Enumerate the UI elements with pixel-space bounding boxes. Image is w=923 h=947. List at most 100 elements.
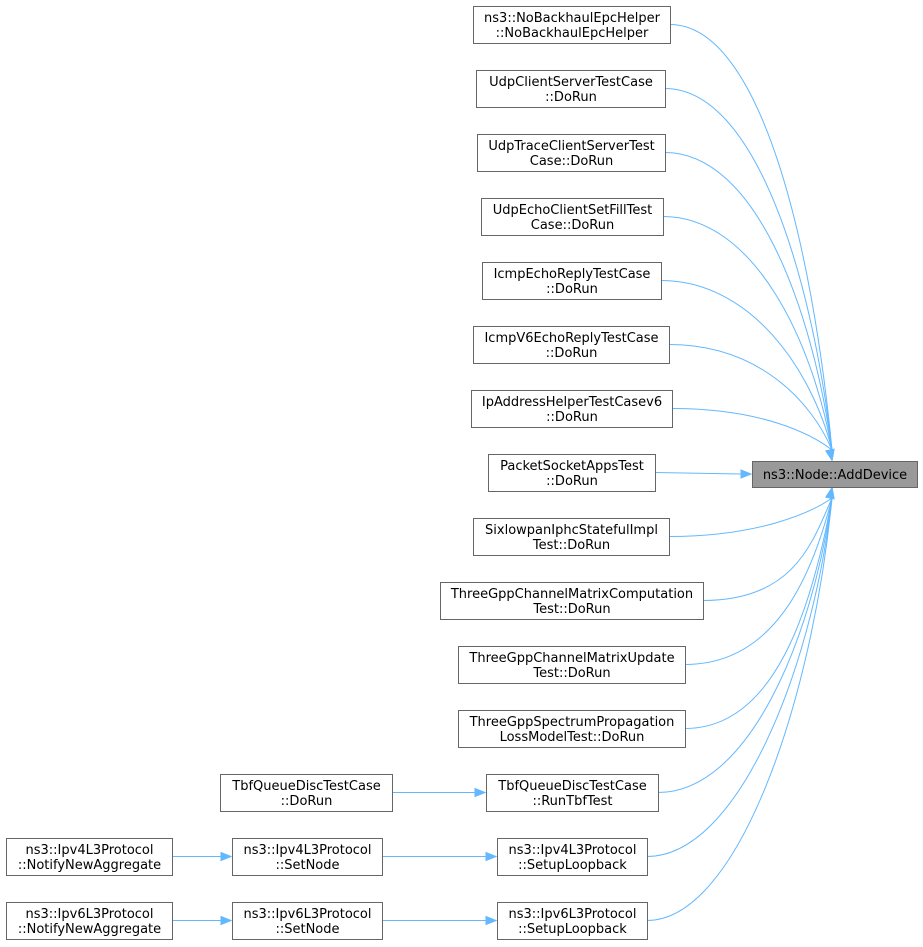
node-box-icmpecho	[482, 262, 662, 300]
node-label-udpcs-line-0: UdpClientServerTestCase	[489, 75, 653, 90]
node-label-ipv4loop-line-1: ::SetupLoopback	[518, 858, 627, 873]
node-threegppcomp[interactable]: ThreeGppChannelMatrixComputationTest::Do…	[440, 582, 704, 620]
node-ipv6loop[interactable]: ns3::Ipv6L3Protocol::SetupLoopback	[497, 902, 648, 940]
node-ipv6notify[interactable]: ns3::Ipv6L3Protocol::NotifyNewAggregate	[6, 902, 173, 940]
node-label-ipv6setnode-line-0: ns3::Ipv6L3Protocol	[244, 907, 372, 922]
arrowhead-ipv4notify-to-ipv4setnode	[220, 851, 233, 862]
node-box-tbfdorun	[220, 774, 393, 812]
node-label-threegppcomp-line-0: ThreeGppChannelMatrixComputation	[450, 587, 693, 602]
node-label-icmpecho-line-0: IcmpEchoReplyTestCase	[494, 267, 651, 282]
node-icmpecho[interactable]: IcmpEchoReplyTestCase::DoRun	[482, 262, 662, 300]
node-box-threegppspec	[458, 710, 686, 748]
node-nobackhaul[interactable]: ns3::NoBackhaulEpcHelper::NoBackhaulEpcH…	[473, 6, 671, 44]
node-label-icmpecho-line-1: ::DoRun	[546, 282, 598, 297]
node-label-threegppupd-line-1: Test::DoRun	[532, 666, 610, 681]
edges-layer	[172, 24, 835, 926]
node-box-ipv4loop	[497, 838, 648, 876]
edge-udpecho-to-target	[662, 216, 833, 451]
edge-threegppspec-to-target	[684, 497, 833, 729]
node-packetsocket[interactable]: PacketSocketAppsTest::DoRun	[488, 454, 656, 492]
node-label-udptrace-line-1: Case::DoRun	[530, 154, 613, 169]
node-label-ipv6loop-line-1: ::SetupLoopback	[518, 922, 627, 937]
node-label-icmpv6-line-1: ::DoRun	[546, 346, 598, 361]
node-box-udpecho	[481, 198, 664, 236]
focus-node-target[interactable]: ns3::Node::AddDevice	[752, 461, 918, 488]
node-label-ipv6loop-line-0: ns3::Ipv6L3Protocol	[509, 907, 637, 922]
node-ipv4setnode[interactable]: ns3::Ipv4L3Protocol::SetNode	[232, 838, 383, 876]
arrowhead-packetsocket-to-target	[740, 469, 753, 479]
node-box-ipv4setnode	[232, 838, 383, 876]
node-box-udpcs	[476, 70, 666, 108]
arrowhead-ipv4setnode-to-ipv4loop	[485, 851, 498, 862]
node-label-sixlowpan-line-1: Test::DoRun	[532, 538, 610, 553]
edge-udpcs-to-target	[664, 88, 833, 451]
node-label-ipv6notify-line-1: ::NotifyNewAggregate	[18, 922, 161, 937]
node-label-threegppupd-line-0: ThreeGppChannelMatrixUpdate	[468, 651, 674, 666]
node-label-ipv4setnode-line-1: ::SetNode	[275, 858, 339, 873]
node-label-tbfrun-line-1: ::RunTbfTest	[532, 794, 612, 809]
nodes-layer: ns3::Node::AddDevice ns3::NoBackhaulEpcHe…	[6, 6, 918, 940]
node-box-packetsocket	[488, 454, 656, 492]
node-label-threegppspec-line-0: ThreeGppSpectrumPropagation	[469, 715, 675, 730]
edge-icmpv6-to-target	[668, 344, 833, 451]
node-label-icmpv6-line-0: IcmpV6EchoReplyTestCase	[484, 331, 658, 346]
node-box-udptrace	[477, 134, 666, 172]
node-box-threegppupd	[458, 646, 686, 684]
arrowhead-ipv6loop-to-target	[825, 486, 835, 500]
node-label-tbfdorun-line-1: ::DoRun	[281, 794, 333, 809]
arrowhead-tbfdorun-to-tbfrun	[474, 787, 487, 798]
node-label-ipv4setnode-line-0: ns3::Ipv4L3Protocol	[244, 843, 372, 858]
node-box-tbfrun	[486, 774, 659, 812]
node-label-udptrace-line-0: UdpTraceClientServerTest	[488, 139, 654, 154]
node-tbfdorun[interactable]: TbfQueueDiscTestCase::DoRun	[220, 774, 393, 812]
edge-ipv6loop-to-target	[646, 497, 833, 921]
node-label-udpcs-line-1: ::DoRun	[545, 90, 597, 105]
edge-packetsocket-to-target	[654, 472, 742, 475]
node-label-udpecho-line-0: UdpEchoClientSetFillTest	[493, 203, 653, 218]
arrowhead-ipv6notify-to-ipv6setnode	[220, 915, 233, 926]
node-icmpv6[interactable]: IcmpV6EchoReplyTestCase::DoRun	[473, 326, 670, 364]
node-box-ipv6loop	[497, 902, 648, 940]
node-box-ipaddr	[471, 390, 673, 428]
node-label-nobackhaul-line-1: ::NoBackhaulEpcHelper	[496, 26, 649, 41]
node-label-tbfdorun-line-0: TbfQueueDiscTestCase	[231, 779, 380, 794]
node-ipaddr[interactable]: IpAddressHelperTestCasev6::DoRun	[471, 390, 673, 428]
node-label-ipv4loop-line-0: ns3::Ipv4L3Protocol	[509, 843, 637, 858]
node-ipv6setnode[interactable]: ns3::Ipv6L3Protocol::SetNode	[232, 902, 383, 940]
node-threegppspec[interactable]: ThreeGppSpectrumPropagationLossModelTest…	[458, 710, 686, 748]
edge-threegppcomp-to-target	[702, 497, 833, 601]
node-label-packetsocket-line-1: ::DoRun	[546, 474, 598, 489]
arrowhead-ipaddr-to-target	[825, 448, 835, 462]
node-label-nobackhaul-line-0: ns3::NoBackhaulEpcHelper	[484, 11, 661, 26]
node-label-threegppspec-line-1: LossModelTest::DoRun	[500, 730, 645, 745]
node-label-ipaddr-line-1: ::DoRun	[546, 410, 598, 425]
node-box-icmpv6	[473, 326, 670, 364]
edge-ipaddr-to-target	[671, 408, 833, 451]
node-udpcs[interactable]: UdpClientServerTestCase::DoRun	[476, 70, 666, 108]
node-label-udpecho-line-1: Case::DoRun	[531, 218, 614, 233]
edge-nobackhaul-to-target	[669, 24, 833, 451]
node-label-ipv4notify-line-0: ns3::Ipv4L3Protocol	[26, 843, 154, 858]
node-label-ipv6setnode-line-1: ::SetNode	[275, 922, 339, 937]
node-tbfrun[interactable]: TbfQueueDiscTestCase::RunTbfTest	[486, 774, 659, 812]
edge-ipv4loop-to-target	[646, 497, 833, 857]
node-label-ipv4notify-line-1: ::NotifyNewAggregate	[18, 858, 161, 873]
node-ipv4loop[interactable]: ns3::Ipv4L3Protocol::SetupLoopback	[497, 838, 648, 876]
node-box-sixlowpan	[473, 518, 670, 556]
node-label-ipaddr-line-0: IpAddressHelperTestCasev6	[482, 395, 662, 410]
edge-tbfrun-to-target	[657, 497, 833, 793]
node-label-sixlowpan-line-0: SixlowpanIphcStatefulImpl	[485, 523, 658, 538]
edge-udptrace-to-target	[664, 152, 833, 451]
edge-threegppupd-to-target	[684, 497, 833, 665]
edge-icmpecho-to-target	[660, 280, 833, 451]
node-box-ipv4notify	[6, 838, 173, 876]
node-ipv4notify[interactable]: ns3::Ipv4L3Protocol::NotifyNewAggregate	[6, 838, 173, 876]
node-box-ipv6setnode	[232, 902, 383, 940]
node-label-ipv6notify-line-0: ns3::Ipv6L3Protocol	[26, 907, 154, 922]
node-box-target	[752, 461, 918, 488]
